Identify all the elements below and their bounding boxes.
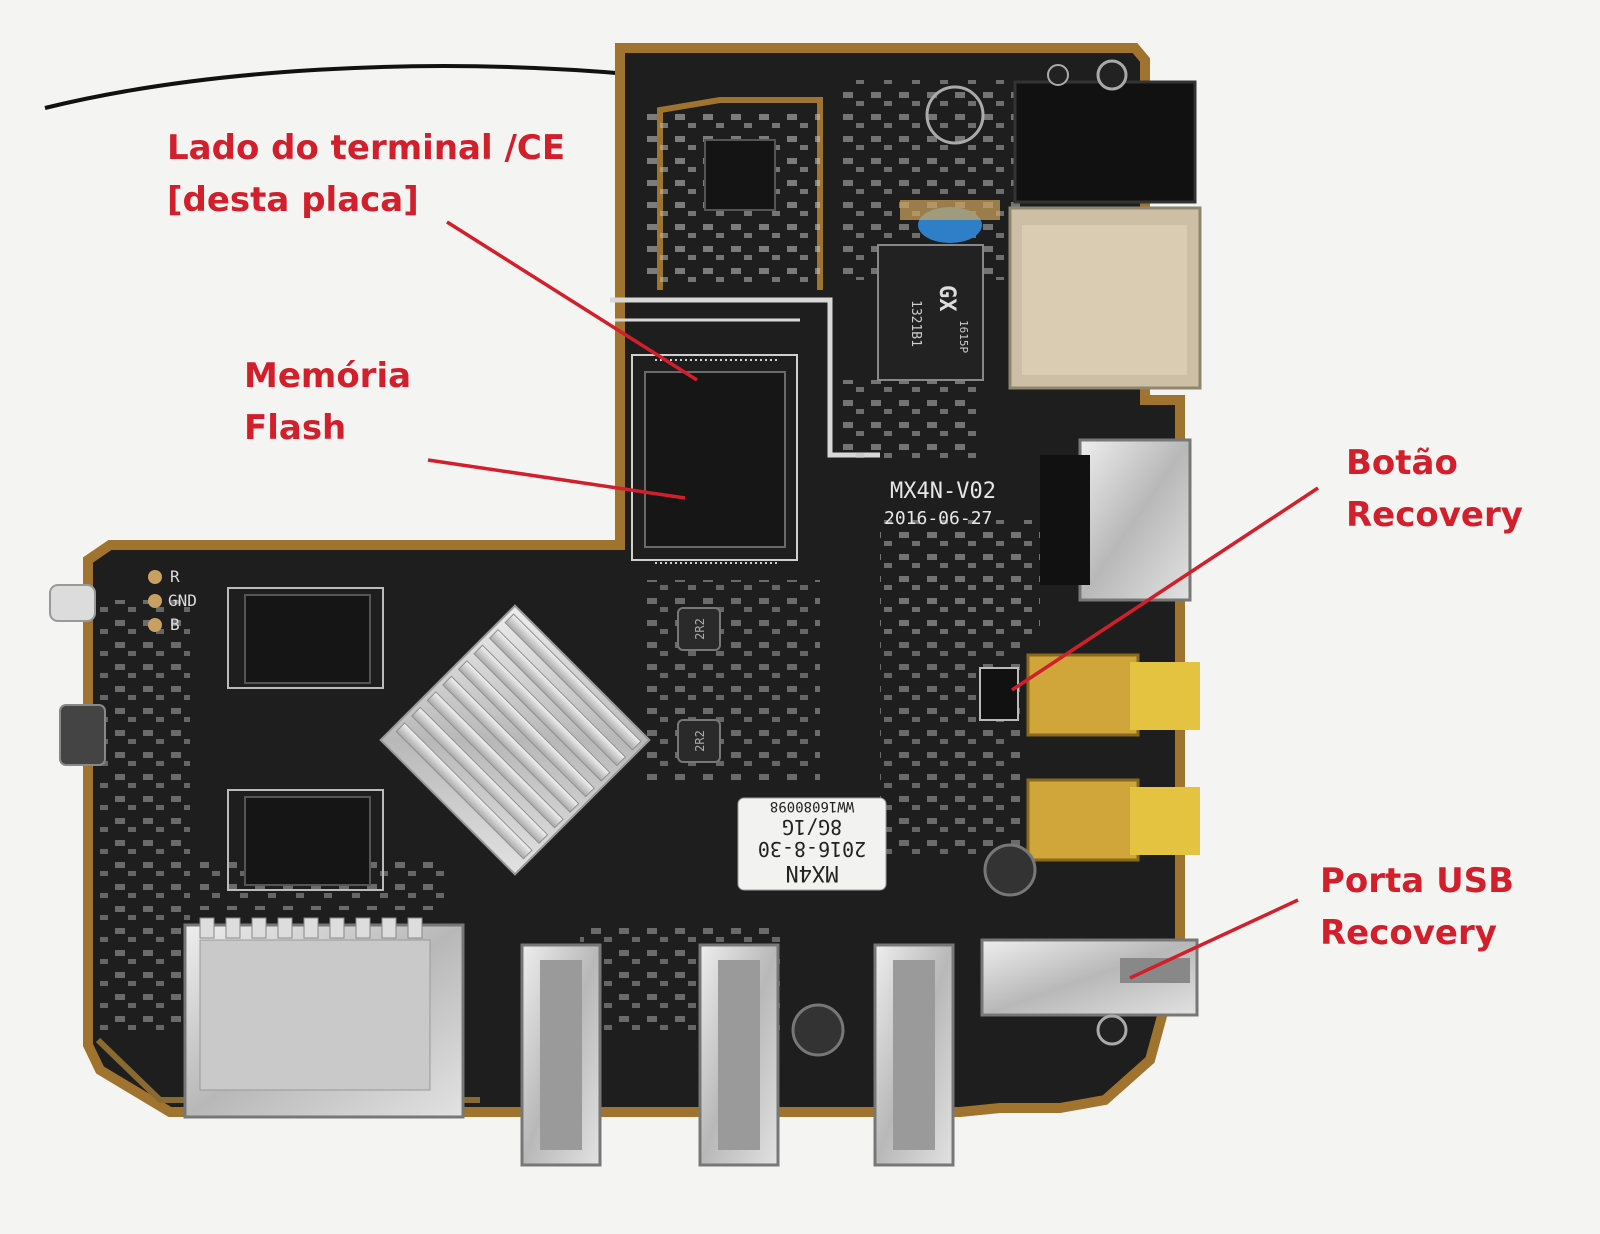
transformer-code-1: 1615P [957, 320, 970, 353]
ram-chip-2 [244, 796, 371, 886]
inductor-1 [677, 607, 721, 651]
ram-chip-1 [244, 594, 371, 684]
arrow-ce-terminal [446, 220, 698, 382]
led-pin-r: R [170, 567, 180, 586]
flash-memory-chip [644, 371, 786, 548]
usb-recovery-port [980, 938, 1199, 1017]
label-flash-line2: Flash [244, 408, 347, 448]
recovery-button [979, 667, 1019, 721]
led-pin-b: B [170, 615, 180, 634]
sticker-line-1: MX4N [786, 860, 839, 885]
label-recovery-button: Botão Recovery [1346, 437, 1523, 541]
hdmi-port [1078, 438, 1192, 602]
antenna-wire [44, 64, 641, 110]
ir-receiver [59, 704, 106, 766]
av-jack-2 [1026, 778, 1140, 862]
label-flash-memory: Memória Flash [244, 350, 411, 454]
transformer-brand: GX [934, 285, 959, 312]
capacitor-1 [983, 843, 1037, 897]
wifi-chip [704, 139, 776, 211]
usb-port-1 [520, 943, 602, 1167]
label-recovery-button-line2: Recovery [1346, 495, 1523, 535]
usb-port-2 [698, 943, 780, 1167]
ethernet-transformer [877, 244, 984, 381]
board-date: 2016-06-27 [884, 508, 992, 529]
led-pin-gnd: GND [168, 591, 197, 610]
inductor-marking: 2R2 [693, 618, 707, 640]
arrow-usb-recovery [1129, 898, 1299, 980]
capacitor-2 [791, 1003, 845, 1057]
inductor-2 [677, 719, 721, 763]
label-flash-line1: Memória [244, 356, 412, 396]
label-ce-terminal-line2: [desta placa] [167, 180, 419, 220]
arrow-flash [427, 458, 686, 500]
inductor-marking-2: 2R2 [693, 730, 707, 752]
sticker-line-4: WW16080098 [770, 798, 854, 814]
arrow-recovery-button [1011, 486, 1319, 692]
label-recovery-button-line1: Botão [1346, 443, 1458, 483]
label-usb-recovery-line1: Porta USB [1320, 861, 1515, 901]
label-usb-recovery: Porta USB Recovery [1320, 855, 1514, 959]
label-usb-recovery-line2: Recovery [1320, 913, 1497, 953]
dc-power-jack [1013, 80, 1197, 204]
rgb-led [49, 584, 96, 622]
usb-port-3 [873, 943, 955, 1167]
sticker-line-3: 8G/1G [782, 815, 842, 839]
heatsink [379, 604, 651, 876]
transformer-code-2: 1321B1 [908, 300, 923, 347]
sticker-line-2: 2016-8-30 [758, 837, 866, 861]
board-model: MX4N-V02 [890, 479, 996, 504]
serial-sticker: MX4N 2016-8-30 8G/1G WW16080098 [737, 797, 887, 891]
label-ce-terminal: Lado do terminal /CE [desta placa] [167, 122, 565, 226]
label-ce-terminal-line1: Lado do terminal /CE [167, 128, 566, 168]
